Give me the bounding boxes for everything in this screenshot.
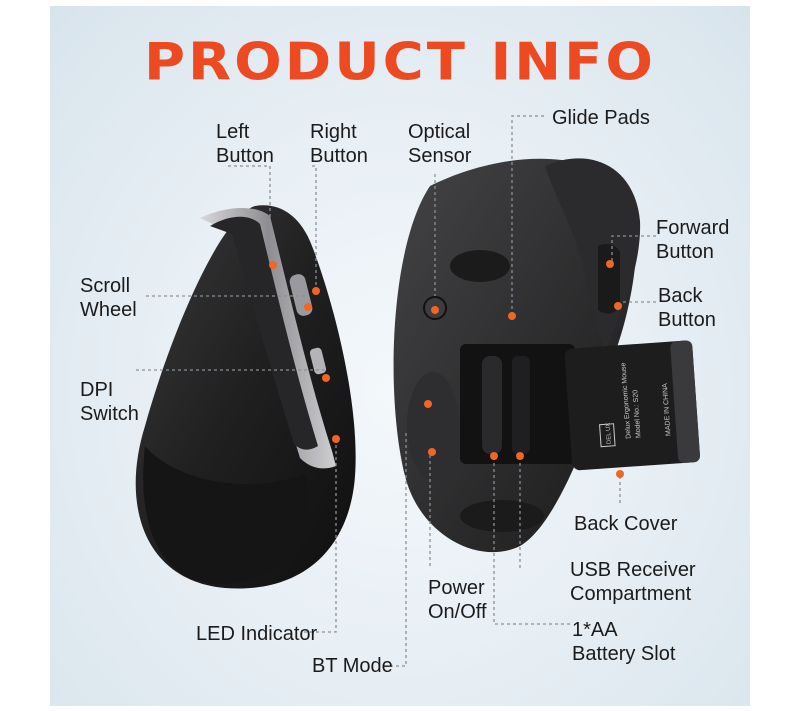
- cover-model-text: Model No.: S20: [632, 390, 642, 439]
- dpi-switch-shape: [309, 347, 327, 375]
- product-illustration: Delux Ergonomic Mouse Model No.: S20 MAD…: [135, 115, 700, 667]
- feature-markers: [269, 260, 624, 478]
- marker-battery: [490, 452, 498, 460]
- marker-led: [332, 435, 340, 443]
- label-power: Power On/Off: [428, 577, 487, 623]
- leader-lines: [136, 115, 656, 667]
- leader-led: [304, 439, 337, 633]
- cover-logo-box: [599, 423, 616, 448]
- leader-right-button: [312, 165, 317, 288]
- label-back-cover: Back Cover: [574, 513, 678, 535]
- marker-left-button: [269, 261, 277, 269]
- label-back-button: Back Button: [658, 285, 716, 331]
- back-cover: Delux Ergonomic Mouse Model No.: S20 MAD…: [564, 340, 700, 471]
- mouse-bottom-view: Delux Ergonomic Mouse Model No.: S20 MAD…: [393, 158, 700, 553]
- cover-origin-text: MADE IN CHINA: [662, 383, 673, 437]
- mouse-side-button-panel: [210, 216, 318, 450]
- glide-pad-top: [450, 250, 510, 282]
- label-battery-slot: 1*AA Battery Slot: [572, 619, 676, 665]
- label-optical-sensor: Optical Sensor: [408, 121, 472, 167]
- marker-bt-mode: [424, 400, 432, 408]
- marker-power: [428, 448, 436, 456]
- marker-dpi-switch: [322, 374, 330, 382]
- mouse-side-thumb-rest: [143, 446, 310, 585]
- switch-panel: [407, 372, 459, 480]
- label-bt-mode: BT Mode: [312, 655, 393, 677]
- side-button-strip: [598, 244, 620, 314]
- marker-back-cover: [616, 470, 624, 478]
- page-title: PRODUCT INFO: [143, 32, 657, 93]
- marker-forward: [606, 260, 614, 268]
- label-forward-button: Forward Button: [656, 217, 730, 263]
- product-info-panel: Delux Ergonomic Mouse Model No.: S20 MAD…: [50, 6, 750, 706]
- cover-logo-text: DEL UX: [605, 422, 612, 444]
- label-scroll-wheel: Scroll Wheel: [80, 275, 137, 321]
- marker-optical: [431, 306, 439, 314]
- label-left-button: Left Button: [216, 121, 274, 167]
- marker-scroll-wheel: [304, 303, 312, 311]
- mouse-side-view: [135, 205, 356, 589]
- leader-bt-mode: [384, 430, 407, 667]
- marker-right-button: [312, 287, 320, 295]
- leader-battery: [493, 456, 570, 625]
- label-right-button: Right Button: [310, 121, 368, 167]
- label-usb-receiver: USB Receiver Compartment: [570, 559, 696, 605]
- glide-pad-bottom: [460, 500, 544, 532]
- marker-back: [614, 302, 622, 310]
- leader-glide-pads: [511, 115, 544, 314]
- leader-left-button: [228, 165, 271, 264]
- battery-slot-channel: [482, 356, 502, 454]
- label-dpi-switch: DPI Switch: [80, 379, 139, 425]
- marker-usb: [516, 452, 524, 460]
- leader-forward: [611, 235, 656, 262]
- marker-glide-pads: [508, 312, 516, 320]
- usb-receiver-channel: [512, 356, 530, 454]
- label-glide-pads: Glide Pads: [552, 107, 650, 129]
- label-led-indicator: LED Indicator: [196, 623, 318, 645]
